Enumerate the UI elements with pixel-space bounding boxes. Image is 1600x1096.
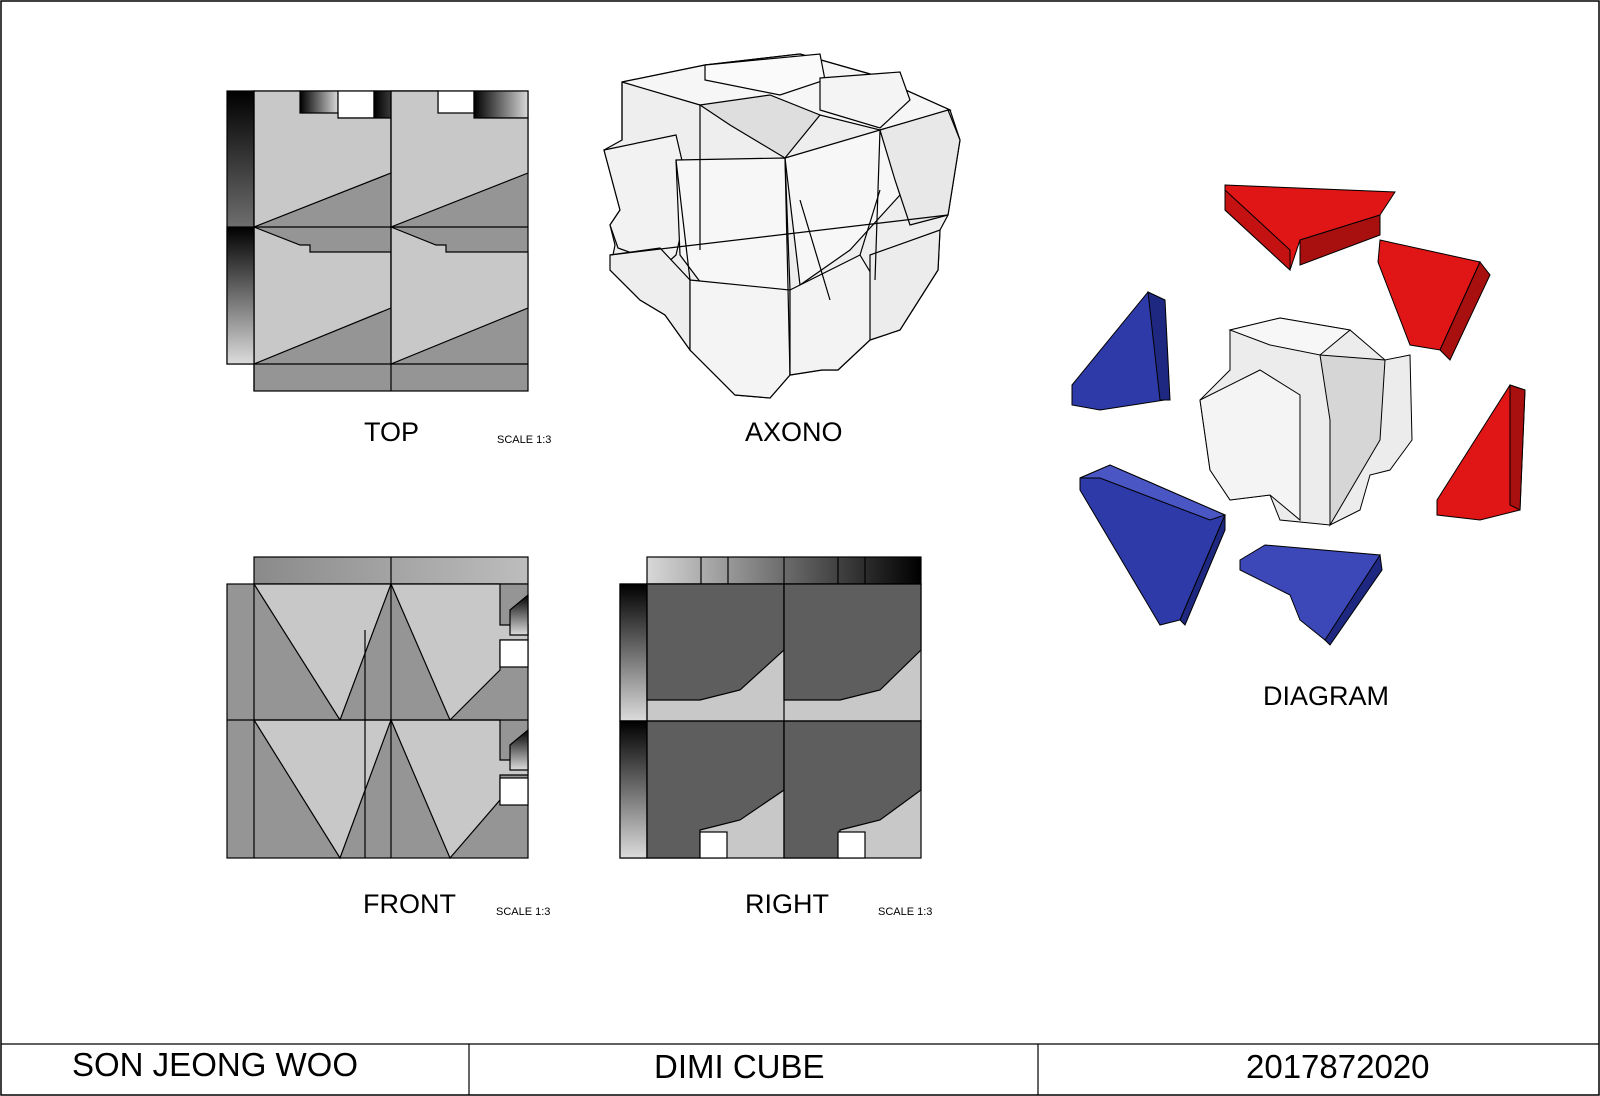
front-view-scale: SCALE 1:3: [496, 906, 550, 918]
right-view: [619, 556, 922, 859]
top-view-scale: SCALE 1:3: [497, 434, 551, 446]
diagram-blue-piece-left-lower: [1079, 464, 1227, 626]
diagram-blue-piece-left-upper: [1071, 291, 1171, 411]
diagram-red-piece-top: [1224, 184, 1396, 272]
right-view-title: RIGHT: [745, 889, 829, 919]
diagram-title: DIAGRAM: [1263, 681, 1389, 711]
axono-view: [603, 53, 961, 399]
diagram-red-piece-right-upper: [1377, 239, 1491, 361]
diagram-red-piece-right-lower: [1436, 384, 1526, 521]
top-view: [226, 90, 529, 392]
front-view: [226, 556, 529, 860]
project-name: DIMI CUBE: [654, 1048, 825, 1085]
diagram-blue-piece-bottom: [1239, 544, 1383, 646]
top-view-title: TOP: [364, 417, 419, 447]
right-view-scale: SCALE 1:3: [878, 906, 932, 918]
diagram-core-cube: [1199, 317, 1413, 527]
front-view-title: FRONT: [363, 889, 456, 919]
author-name: SON JEONG WOO: [72, 1046, 358, 1083]
axono-view-title: AXONO: [745, 417, 843, 447]
title-block: [1, 1043, 1599, 1095]
diagram-view: [1071, 184, 1526, 646]
student-id: 2017872020: [1246, 1048, 1430, 1085]
